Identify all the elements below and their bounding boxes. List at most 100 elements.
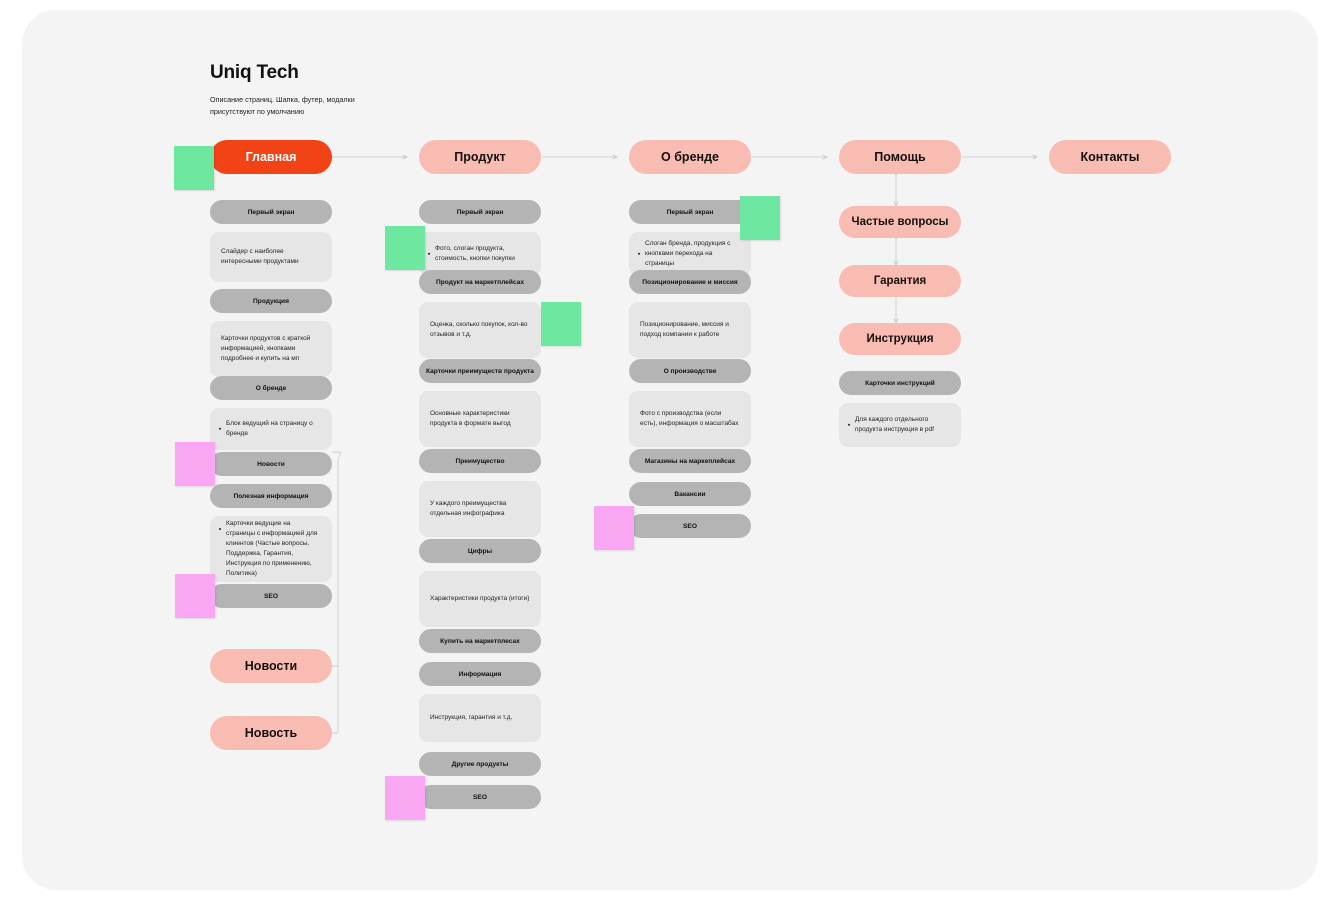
block-label: Основные характеристики продукта в форма… <box>430 409 511 427</box>
block-label: Вакансии <box>674 490 706 498</box>
block-label: Для каждого отдельного продукта инструкц… <box>855 415 934 433</box>
block-label: Карточки преимуществ продукта <box>426 367 534 375</box>
node-instrukciya[interactable]: Инструкция <box>839 323 961 355</box>
node-label: Помощь <box>874 150 926 164</box>
block-label: О бренде <box>255 384 287 392</box>
block-label: Карточки ведущие на страницы с информаци… <box>226 519 318 578</box>
block-description[interactable]: Для каждого отдельного продукта инструкц… <box>839 403 961 447</box>
block-label: Блок ведущий на страницу о бренде <box>226 419 313 437</box>
node-produkt[interactable]: Продукт <box>419 140 541 174</box>
block-vakansii[interactable]: Вакансии <box>629 482 751 506</box>
block-seo[interactable]: SEO <box>419 785 541 809</box>
block-poleznaya-informaciya[interactable]: Полезная информация <box>210 484 332 508</box>
sticky-note-pink[interactable] <box>385 776 425 820</box>
block-preimushchestvo[interactable]: Преимущество <box>419 449 541 473</box>
block-label: Другие продукты <box>451 760 509 768</box>
node-label: Новости <box>244 659 298 673</box>
block-drugie-produkty[interactable]: Другие продукты <box>419 752 541 776</box>
block-description[interactable]: У каждого преимущества отдельная инфогра… <box>419 481 541 537</box>
block-description[interactable]: Карточки ведущие на страницы с информаци… <box>210 516 332 582</box>
block-label: Преимущество <box>455 457 505 465</box>
page-title: Uniq Tech <box>210 62 299 83</box>
node-label: Продукт <box>454 150 506 164</box>
block-kartochki-preimushchestv[interactable]: Карточки преимуществ продукта <box>419 359 541 383</box>
block-label: Позиционирование и миссия <box>642 278 738 286</box>
block-label: Полезная информация <box>233 492 309 500</box>
sticky-note-pink[interactable] <box>175 574 215 618</box>
block-seo[interactable]: SEO <box>629 514 751 538</box>
block-magaziny-na-markepleysah[interactable]: Магазины на маркеплейсах <box>629 449 751 473</box>
block-description[interactable]: Позиционирование, миссия и подход компан… <box>629 302 751 358</box>
block-label: SEO <box>683 522 697 530</box>
block-label: Оценка, сколько покупок, кол-во отзывов … <box>430 320 528 338</box>
block-label: SEO <box>264 592 278 600</box>
block-label: Карточки инструкций <box>865 379 935 387</box>
block-label: Слоган бренда, продукция с кнопками пере… <box>645 239 731 268</box>
sticky-note-pink[interactable] <box>175 442 215 486</box>
block-label: Цифры <box>467 547 493 555</box>
block-label: Первый экран <box>666 208 714 216</box>
block-label: Инструкция, гарантия и т.д. <box>430 713 513 721</box>
node-label: О бренде <box>661 150 719 164</box>
block-produkt-na-marketpleysah[interactable]: Продукт на маркетплейсах <box>419 270 541 294</box>
block-label: Первый экран <box>247 208 295 216</box>
block-label: Фото, слоган продукта, стоимость, кнопки… <box>435 244 515 262</box>
block-label: Слайдер с наиболее интересными продуктам… <box>221 247 299 265</box>
block-description[interactable]: Фото, слоган продукта, стоимость, кнопки… <box>419 232 541 276</box>
block-label: Магазины на маркеплейсах <box>644 457 736 465</box>
block-label: Позиционирование, миссия и подход компан… <box>640 320 729 338</box>
sticky-note-green[interactable] <box>174 146 214 190</box>
node-chastye-voprosy[interactable]: Частые вопросы <box>839 206 961 238</box>
block-novosti[interactable]: Новости <box>210 452 332 476</box>
block-label: Характеристики продукта (итоги) <box>430 594 530 602</box>
block-description[interactable]: Инструкция, гарантия и т.д. <box>419 694 541 742</box>
diagram-canvas: Uniq Tech Описание страниц. Шапка, футер… <box>22 10 1318 890</box>
block-label: У каждого преимущества отдельная инфогра… <box>430 499 507 517</box>
block-kartochki-instrukciy[interactable]: Карточки инструкций <box>839 371 961 395</box>
block-label: SEO <box>473 793 487 801</box>
block-description[interactable]: Оценка, сколько покупок, кол-во отзывов … <box>419 302 541 358</box>
sticky-note-pink[interactable] <box>594 506 634 550</box>
block-description[interactable]: Слайдер с наиболее интересными продуктам… <box>210 232 332 282</box>
block-informaciya[interactable]: Информация <box>419 662 541 686</box>
block-cifry[interactable]: Цифры <box>419 539 541 563</box>
node-o-brende[interactable]: О бренде <box>629 140 751 174</box>
block-o-brende[interactable]: О бренде <box>210 376 332 400</box>
sitemap-board: Uniq Tech Описание страниц. Шапка, футер… <box>22 10 1318 890</box>
block-description[interactable]: Слоган бренда, продукция с кнопками пере… <box>629 232 751 276</box>
node-label: Новость <box>244 726 298 740</box>
block-description[interactable]: Блок ведущий на страницу о бренде <box>210 408 332 450</box>
block-description[interactable]: Основные характеристики продукта в форма… <box>419 391 541 447</box>
node-label: Инструкция <box>866 333 934 345</box>
block-label: Информация <box>458 670 502 678</box>
block-label: Карточки продуктов с краткой информацией… <box>221 334 311 363</box>
node-kontakty[interactable]: Контакты <box>1049 140 1171 174</box>
block-pervyy-ekran[interactable]: Первый экран <box>629 200 751 224</box>
node-novost-page[interactable]: Новость <box>210 716 332 750</box>
block-seo[interactable]: SEO <box>210 584 332 608</box>
block-pervyy-ekran[interactable]: Первый экран <box>419 200 541 224</box>
block-description[interactable]: Карточки продуктов с краткой информацией… <box>210 321 332 377</box>
block-kupit-na-marketplesah[interactable]: Купить на маркетплесах <box>419 629 541 653</box>
node-label: Главная <box>245 150 297 164</box>
block-label: Купить на маркетплесах <box>440 637 520 645</box>
node-pomoshch[interactable]: Помощь <box>839 140 961 174</box>
node-garantiya[interactable]: Гарантия <box>839 265 961 297</box>
block-label: Первый экран <box>456 208 504 216</box>
sticky-note-green[interactable] <box>740 196 780 240</box>
block-label: Новости <box>257 460 285 468</box>
node-label: Контакты <box>1080 150 1140 164</box>
block-o-proizvodstve[interactable]: О производстве <box>629 359 751 383</box>
block-pozicionirovanie-i-missiya[interactable]: Позиционирование и миссия <box>629 270 751 294</box>
block-description[interactable]: Фото с производства (если есть), информа… <box>629 391 751 447</box>
node-glavnaya[interactable]: Главная <box>210 140 332 174</box>
block-description[interactable]: Характеристики продукта (итоги) <box>419 571 541 627</box>
block-produkciya[interactable]: Продукция <box>210 289 332 313</box>
sticky-note-green[interactable] <box>385 226 425 270</box>
block-pervyy-ekran[interactable]: Первый экран <box>210 200 332 224</box>
page-subtitle: Описание страниц. Шапка, футер, модалки … <box>210 95 355 116</box>
node-novosti-page[interactable]: Новости <box>210 649 332 683</box>
node-label: Гарантия <box>873 275 927 287</box>
sticky-note-green[interactable] <box>541 302 581 346</box>
block-label: Фото с производства (если есть), информа… <box>640 409 739 427</box>
